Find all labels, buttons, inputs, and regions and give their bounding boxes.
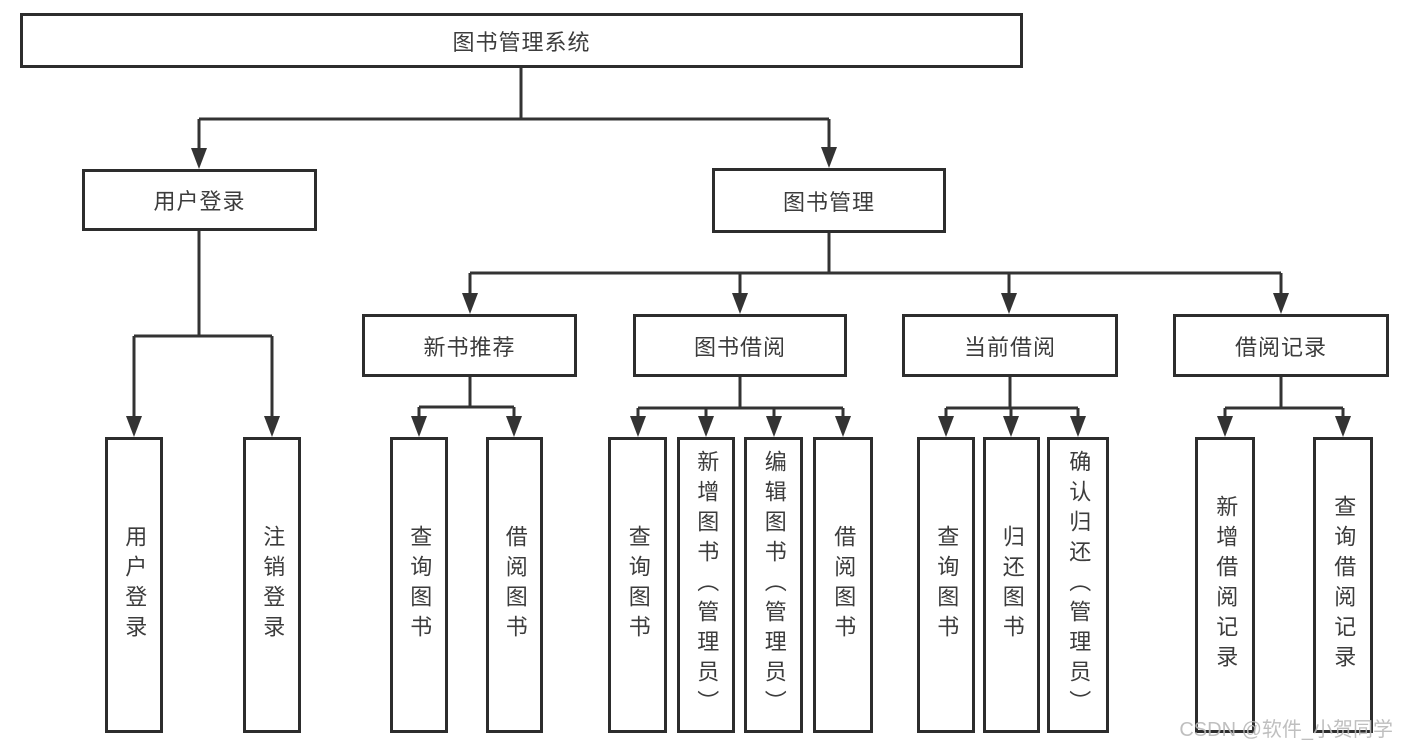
arrow-icon (264, 416, 280, 437)
node-label: 查询图书 (934, 525, 960, 645)
leaf-borrow-books-1: 借阅图书 (486, 437, 543, 733)
arrow-icon (766, 416, 782, 437)
node-book-management: 图书管理 (712, 168, 946, 233)
arrow-icon (1273, 293, 1289, 314)
arrow-icon (1217, 416, 1233, 437)
node-library-system: 图书管理系统 (20, 13, 1023, 68)
node-label: 用户登录 (153, 189, 246, 214)
arrow-icon (938, 416, 954, 437)
leaf-query-books-1: 查询图书 (390, 437, 448, 733)
node-label: 确认归还（管理员） (1066, 450, 1092, 720)
node-label: 图书管理 (782, 189, 875, 215)
node-label: 归还图书 (999, 525, 1025, 645)
arrow-icon (462, 293, 478, 314)
node-label: 图书管理系统 (452, 29, 591, 55)
node-label: 借阅图书 (831, 525, 857, 645)
node-label: 注销登录 (260, 525, 286, 645)
arrow-icon (732, 293, 748, 314)
node-label: 查询图书 (407, 525, 433, 645)
arrow-icon (1335, 416, 1351, 437)
node-book-borrowing: 图书借阅 (633, 314, 847, 377)
node-borrowing-records: 借阅记录 (1173, 314, 1389, 377)
arrow-icon (411, 416, 427, 437)
leaf-add-books-admin: 新增图书（管理员） (677, 437, 735, 733)
arrow-icon (1070, 416, 1086, 437)
node-label: 新书推荐 (423, 334, 516, 360)
node-label: 新增图书（管理员） (694, 450, 720, 720)
node-new-book-recommend: 新书推荐 (362, 314, 577, 377)
leaf-logout: 注销登录 (243, 437, 301, 733)
node-label: 用户登录 (122, 525, 148, 645)
node-label: 查询借阅记录 (1331, 495, 1357, 675)
leaf-add-borrow-record: 新增借阅记录 (1195, 437, 1255, 733)
node-user-login: 用户登录 (82, 169, 317, 231)
leaf-query-books-3: 查询图书 (917, 437, 975, 733)
node-label: 借阅记录 (1234, 334, 1327, 360)
watermark: CSDN @软件_小贺同学 (1179, 719, 1393, 741)
leaf-edit-books-admin: 编辑图书（管理员） (744, 437, 803, 733)
node-label: 图书借阅 (693, 334, 786, 360)
leaf-query-books-2: 查询图书 (608, 437, 667, 733)
leaf-query-borrow-record: 查询借阅记录 (1313, 437, 1373, 733)
arrow-icon (126, 416, 142, 437)
node-label: 编辑图书（管理员） (761, 450, 787, 720)
arrow-icon (506, 416, 522, 437)
node-label: 当前借阅 (963, 334, 1056, 360)
arrow-icon (1003, 416, 1019, 437)
arrow-icon (821, 147, 837, 168)
leaf-borrow-books-2: 借阅图书 (813, 437, 873, 733)
leaf-return-books: 归还图书 (983, 437, 1040, 733)
arrow-icon (630, 416, 646, 437)
node-label: 新增借阅记录 (1213, 495, 1239, 675)
node-label: 借阅图书 (502, 525, 528, 645)
arrow-icon (191, 148, 207, 169)
node-label: 查询图书 (625, 525, 651, 645)
arrow-icon (698, 416, 714, 437)
leaf-user-login: 用户登录 (105, 437, 163, 733)
node-current-borrowing: 当前借阅 (902, 314, 1118, 377)
arrow-icon (835, 416, 851, 437)
arrow-icon (1001, 293, 1017, 314)
leaf-confirm-return-admin: 确认归还（管理员） (1047, 437, 1109, 733)
